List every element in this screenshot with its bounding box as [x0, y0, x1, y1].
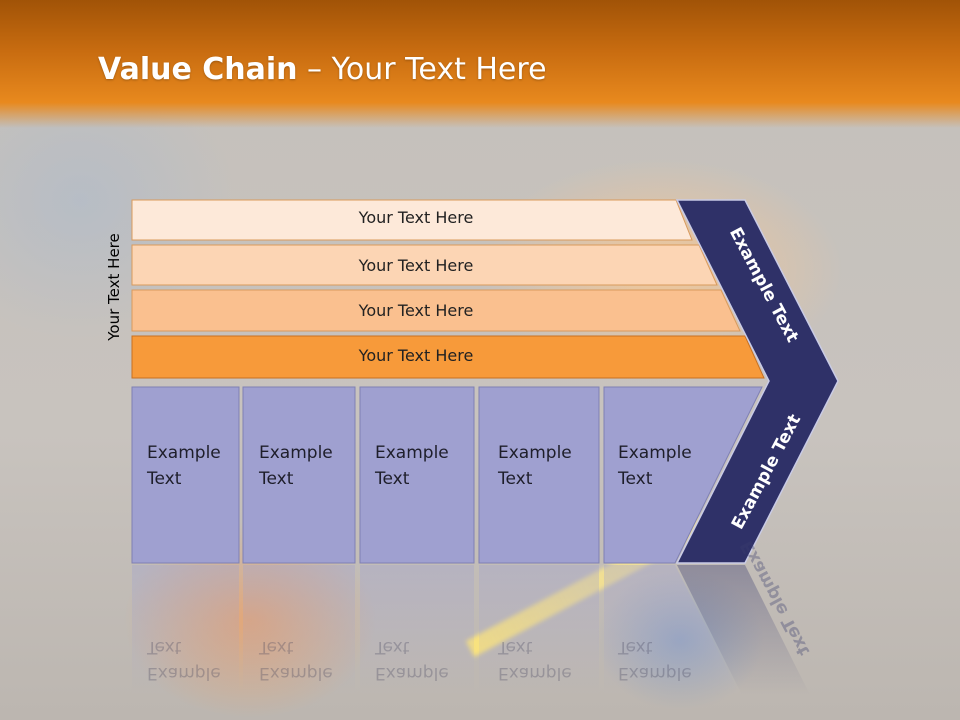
column-5-reflection-line1: Example [618, 663, 692, 683]
column-3 [359, 386, 475, 564]
column-1 [131, 386, 240, 564]
chevron-arrow [675, 199, 839, 564]
column-2-line1: Example [259, 443, 333, 463]
column-5-reflection-line2: Text [618, 637, 653, 657]
title-bar [0, 0, 960, 128]
column-2 [242, 386, 356, 564]
bar-3-label: Your Text Here [358, 301, 474, 320]
chevron-reflection [677, 565, 810, 695]
column-3-reflection-line2: Text [375, 637, 410, 657]
bar-1 [131, 199, 693, 241]
bar-3 [131, 289, 741, 332]
column-2-line2: Text [259, 469, 294, 489]
column-4-reflection-line1: Example [498, 663, 572, 683]
bar-2 [131, 244, 718, 286]
title-bold: Value Chain [98, 52, 298, 87]
column-4-reflection-text: Example Text [498, 634, 572, 686]
column-4-reflection-line2: Text [498, 637, 533, 657]
bar-4-label: Your Text Here [358, 346, 474, 365]
bar-4 [131, 335, 765, 379]
column-4 [478, 386, 600, 564]
column-5-line2: Text [618, 469, 653, 489]
column-5-reflection-text: Example Text [618, 634, 692, 686]
column-2-reflection-text: Example Text [259, 634, 333, 686]
column-1-reflection-line1: Example [147, 663, 221, 683]
column-1-line2: Text [147, 469, 182, 489]
column-3-line1: Example [375, 443, 449, 463]
column-reflection [243, 565, 355, 695]
column-3-line2: Text [375, 469, 410, 489]
title-rest: – Your Text Here [297, 52, 547, 87]
column-4-line1: Example [498, 443, 572, 463]
column-5 [603, 386, 763, 564]
column-reflection [604, 565, 740, 695]
column-reflection [132, 565, 239, 695]
bar-2-label: Your Text Here [358, 256, 474, 275]
slide-title: Value Chain – Your Text Here [98, 52, 547, 87]
column-reflection [479, 565, 599, 695]
column-5-line1: Example [618, 443, 692, 463]
bar-1-label: Your Text Here [358, 208, 474, 227]
column-2-reflection-line2: Text [259, 637, 294, 657]
column-3-reflection-line1: Example [375, 663, 449, 683]
column-1-reflection-line2: Text [147, 637, 182, 657]
column-reflection [360, 565, 474, 695]
column-3-reflection-text: Example Text [375, 634, 449, 686]
column-1-reflection-text: Example Text [147, 634, 221, 686]
column-1-line1: Example [147, 443, 221, 463]
column-2-reflection-line1: Example [259, 663, 333, 683]
column-4-line2: Text [498, 469, 533, 489]
